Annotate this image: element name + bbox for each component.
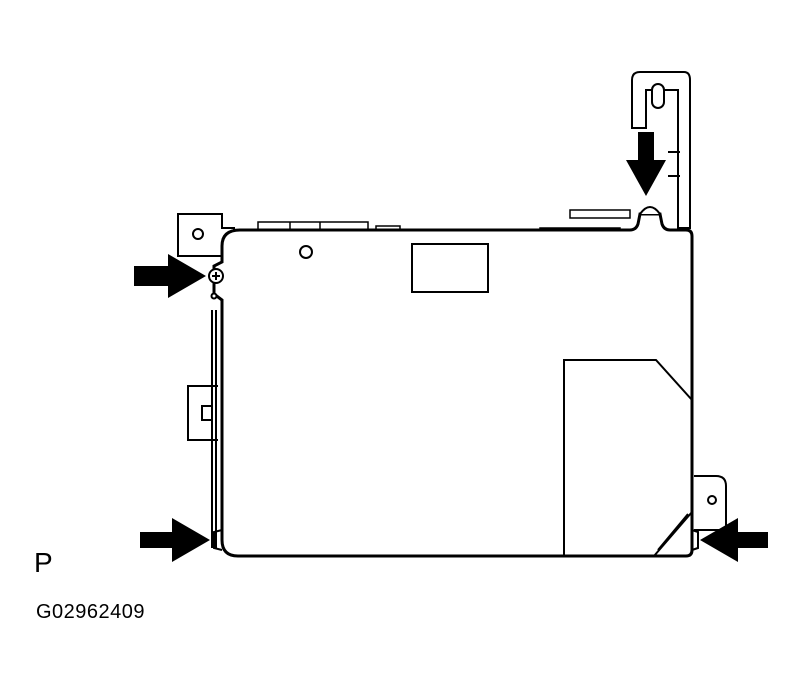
arrow-icon — [140, 518, 210, 562]
housing-hole — [299, 245, 313, 259]
left-side-tab — [187, 385, 218, 441]
arrow-icon — [134, 254, 206, 298]
top-right-bracket — [631, 71, 691, 229]
clip-left — [213, 529, 223, 551]
figure-code: G02962409 — [36, 601, 146, 623]
arrow-icon — [700, 518, 768, 562]
view-letter: P — [34, 547, 53, 578]
slot-hole — [651, 83, 665, 109]
side-tab-slot — [201, 405, 213, 421]
right-lower-tab — [694, 475, 727, 531]
arrow-icon — [626, 132, 666, 196]
tab-hole — [192, 228, 204, 240]
label-plate — [411, 243, 489, 293]
bolt — [639, 206, 661, 215]
lower-tab-hole — [707, 495, 717, 505]
clip-right — [691, 529, 699, 551]
bolt — [208, 268, 224, 300]
inner-panel — [563, 359, 693, 557]
left-rail — [211, 310, 217, 548]
